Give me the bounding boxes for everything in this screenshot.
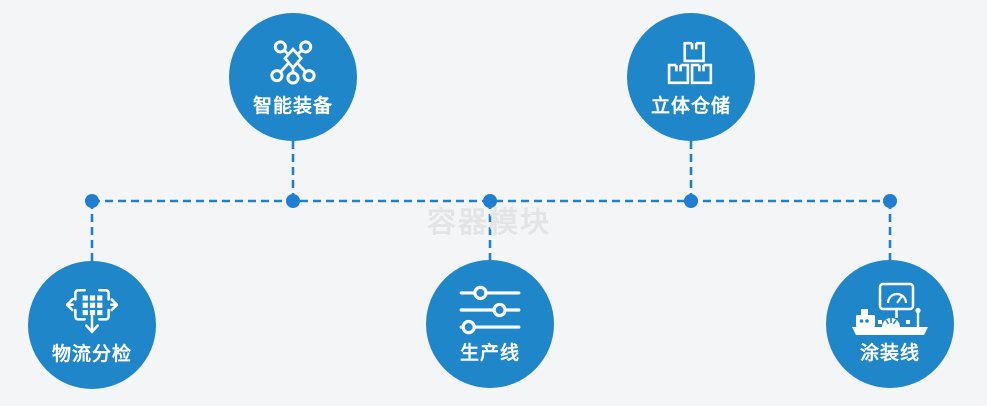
sliders-icon [458, 285, 522, 335]
network-nodes-icon [267, 38, 319, 88]
node-label: 立体仓储 [650, 96, 731, 117]
node-label: 生产线 [459, 343, 520, 364]
node-smart-equipment: 智能装备 [229, 13, 357, 141]
sorting-arrows-icon [66, 286, 118, 336]
node-label: 物流分检 [51, 344, 132, 365]
machine-monitor-icon [850, 282, 930, 335]
node-logistics-sorting: 物流分检 [28, 261, 156, 389]
node-stereo-warehouse: 立体仓储 [627, 13, 755, 141]
stacked-boxes-icon [667, 38, 715, 88]
watermark-text: 容器模块 [427, 207, 552, 239]
node-label: 智能装备 [252, 96, 333, 117]
node-production-line: 生产线 [426, 260, 554, 388]
node-coating-line: 涂装线 [826, 260, 954, 388]
node-label: 涂装线 [859, 343, 920, 364]
